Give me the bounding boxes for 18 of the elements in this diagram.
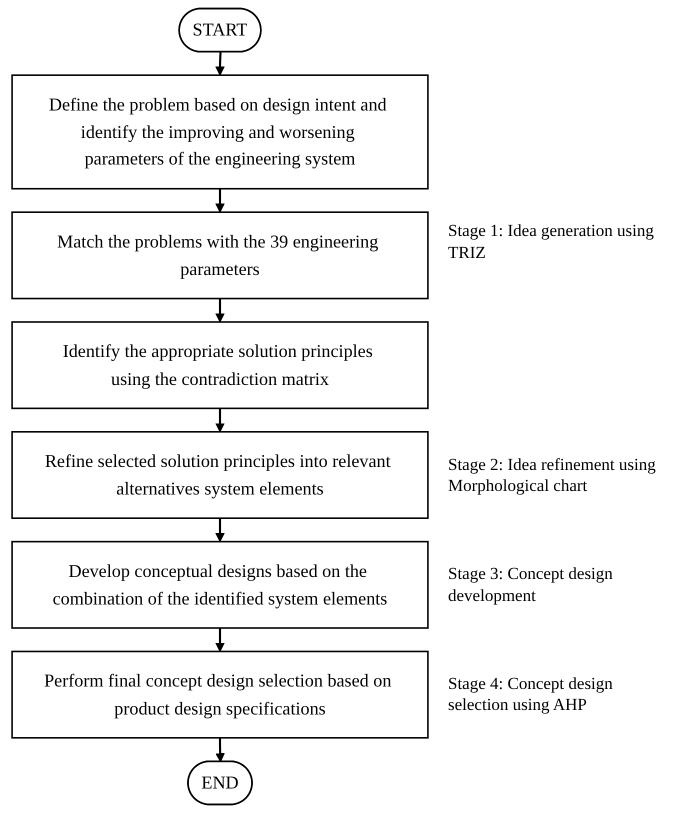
arrow xyxy=(215,408,225,432)
arrow xyxy=(215,52,225,76)
arrow xyxy=(215,628,225,652)
node-box xyxy=(11,74,429,190)
stage-label: Stage 2: Idea refinement using Morphological chart xyxy=(448,454,657,496)
stage-label: Stage 4: Concept design selection using AHP xyxy=(448,673,614,716)
node-box xyxy=(11,211,429,300)
arrow xyxy=(215,518,225,542)
arrow xyxy=(215,298,225,322)
node-box xyxy=(11,540,429,629)
stage-label: Stage 3: Concept design development xyxy=(448,563,614,606)
node-box xyxy=(11,650,429,739)
stage-label: Stage 1: Idea generation using TRIZ xyxy=(448,220,655,263)
node-box xyxy=(11,431,429,519)
flowchart: START Define the problem based on design intent and identify the improving and worsening parameters of the engineering system Match the problems with the 39 engineering parameters Identify the appropriate solution principles using the contradiction matrix Refine selected solution principles into relevant alternatives system elements Develop conceptual designs based on the combination of the identified system elements Perform final concept design selection based on product design specifications END xyxy=(0,0,440,813)
arrow xyxy=(215,738,225,762)
arrow xyxy=(215,188,225,213)
node-box xyxy=(11,321,429,410)
